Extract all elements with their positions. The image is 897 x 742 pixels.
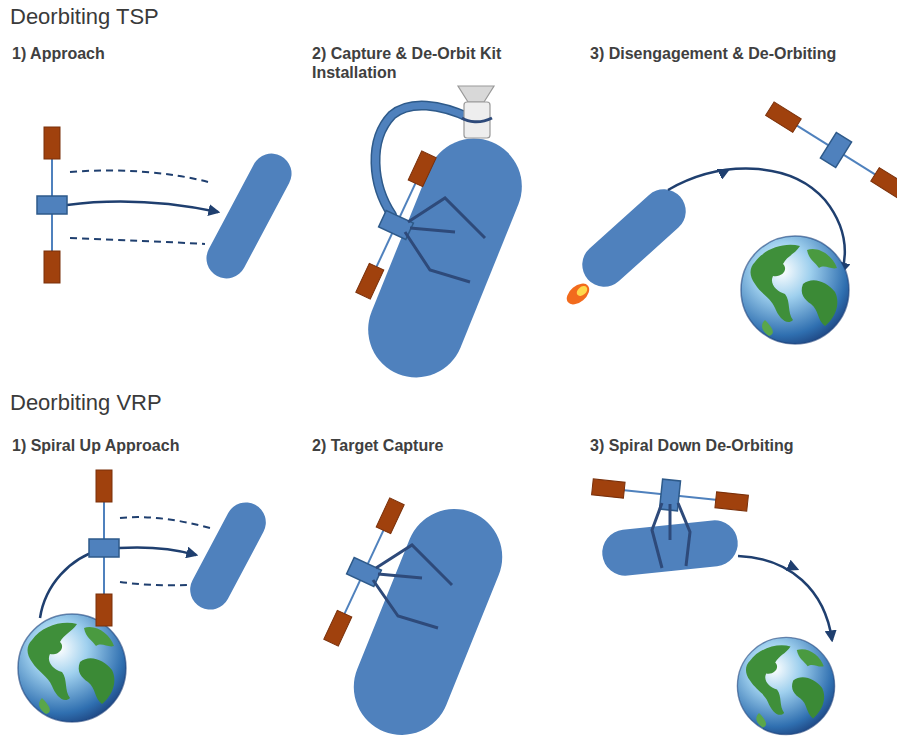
section-heading: Deorbiting TSP [10,4,310,30]
step-label: 3) Spiral Down De-Orbiting [590,436,890,455]
step-label: 1) Spiral Up Approach [12,436,292,455]
vrp-approach [18,470,273,722]
vrp-deorbit [591,472,835,735]
step-label: 1) Approach [12,44,272,63]
tsp-deorbit [563,96,897,344]
vrp-capture [317,495,516,742]
section-heading: Deorbiting VRP [10,390,310,416]
step-label: 3) Disengagement & De-Orbiting [590,44,890,63]
tsp-approach [37,127,299,285]
step-label: 2) Target Capture [312,436,572,455]
step-label: 2) Capture & De-Orbit Kit Installation [312,44,517,82]
tsp-capture [349,86,536,392]
